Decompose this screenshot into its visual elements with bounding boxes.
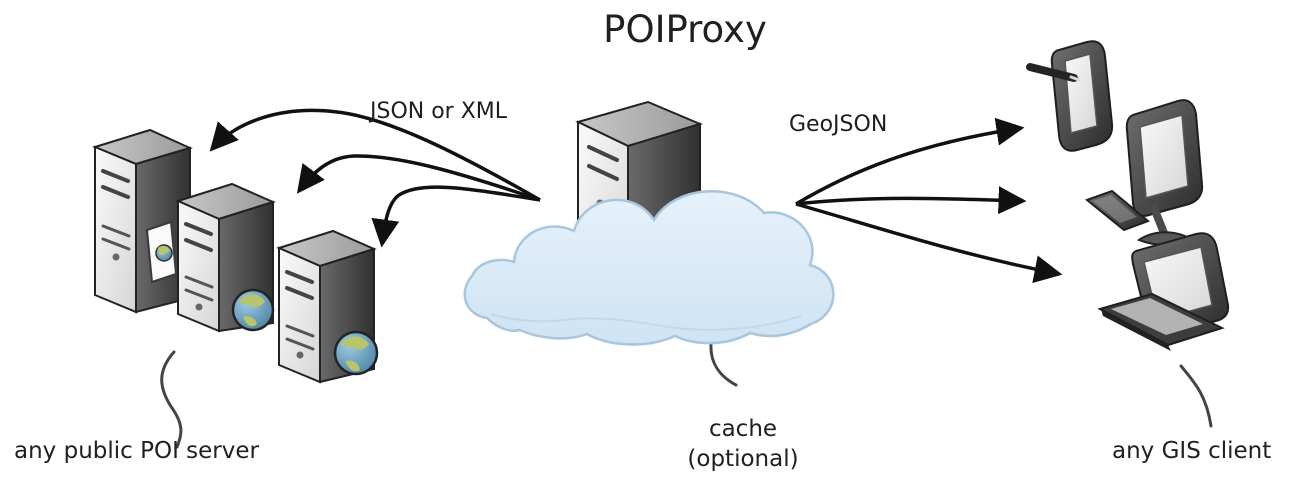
globe-icon [333,330,379,376]
output-arrows [795,117,1063,284]
cloud-icon [463,189,835,346]
output-format-label: GeoJSON [789,112,888,137]
diagram-title: POIProxy [603,8,767,51]
source-format-label: JSON or XML [370,99,508,124]
tablet-icon [1026,40,1114,152]
globe-icon [231,288,275,332]
server-icon [276,229,377,384]
document-icon [145,220,178,284]
server-group [92,128,379,384]
source-arrows [209,108,541,248]
desktop-icon [1084,99,1204,246]
server-icon [92,128,193,314]
cache-caption-line1: cache [708,416,778,442]
laptop-icon [1097,232,1230,351]
cache-caption: cache (optional) [653,415,833,475]
client-group [1026,40,1230,351]
server-caption: any public POI server [14,438,259,464]
client-caption: any GIS client [1112,438,1272,464]
server-icon [175,182,276,333]
cache-group [463,100,835,346]
cache-caption-line2: (optional) [687,445,799,472]
server-icon [575,100,703,294]
